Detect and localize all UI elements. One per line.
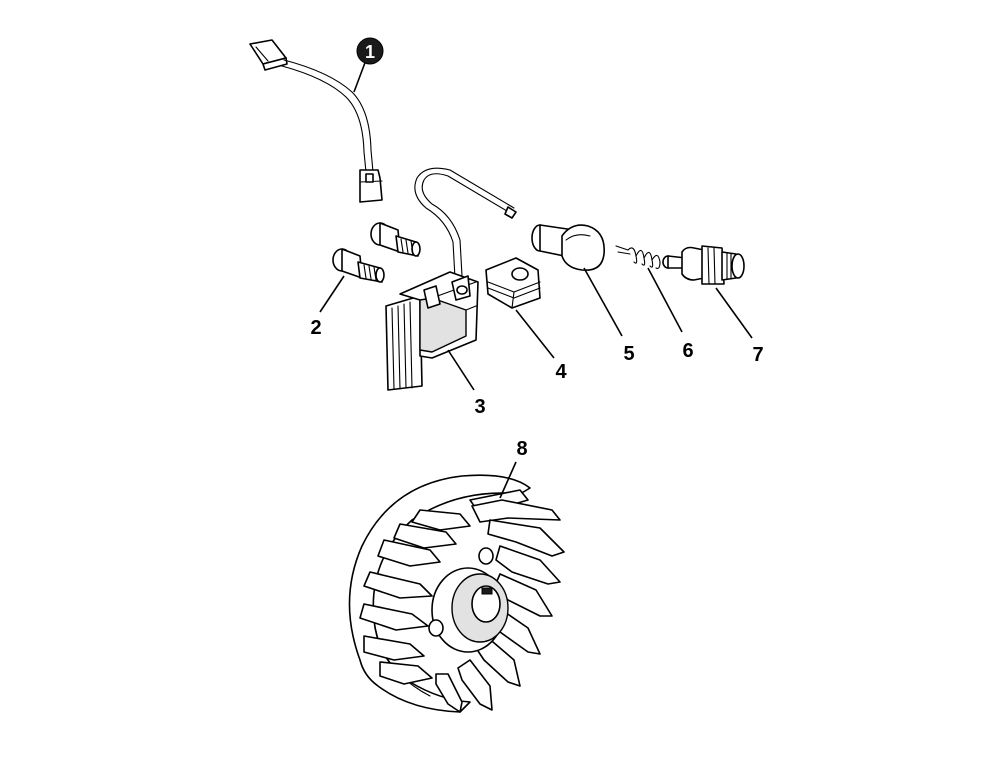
leader-lines <box>319 59 753 499</box>
callout-1: 1 <box>365 42 375 62</box>
callouts: 1 2 3 4 5 6 7 8 <box>310 37 764 460</box>
ignition-wire <box>249 39 383 203</box>
grommet <box>485 257 541 309</box>
leader-5 <box>583 267 623 337</box>
callout-2: 2 <box>310 317 321 339</box>
screw-lower <box>332 248 385 283</box>
callout-1-marker <box>356 37 384 65</box>
callout-4: 4 <box>555 361 567 383</box>
leader-4 <box>515 309 555 359</box>
leader-7 <box>715 287 753 339</box>
leader-3 <box>447 349 475 391</box>
leader-1 <box>353 59 367 93</box>
callout-8: 8 <box>516 438 527 460</box>
spring <box>615 245 661 269</box>
spark-plug <box>662 245 745 285</box>
callout-3: 3 <box>474 396 485 418</box>
ignition-coil <box>385 167 517 391</box>
leader-8 <box>499 461 517 499</box>
callout-5: 5 <box>623 343 634 365</box>
mounting-screws <box>332 222 421 283</box>
callout-7: 7 <box>752 344 763 366</box>
flywheel <box>348 474 565 713</box>
leader-2 <box>319 275 345 313</box>
leader-6 <box>647 267 683 333</box>
callout-6: 6 <box>682 340 693 362</box>
spark-plug-boot <box>531 224 605 271</box>
screw-upper <box>370 222 421 257</box>
